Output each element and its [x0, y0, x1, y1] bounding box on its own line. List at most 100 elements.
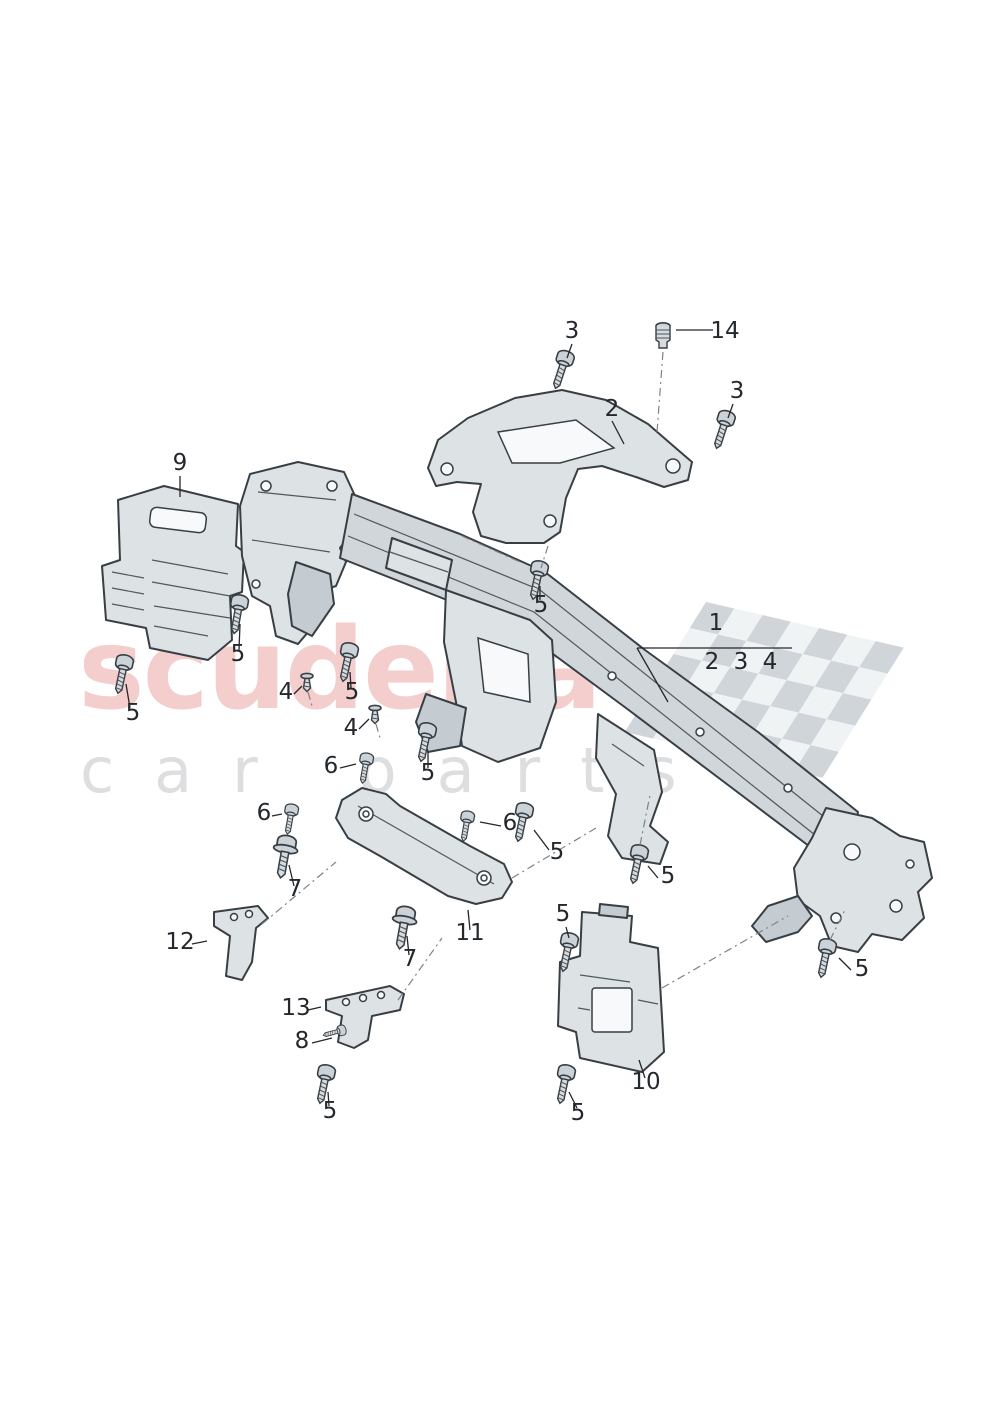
leader-line [349, 671, 352, 689]
part-callout-5: 5 [126, 700, 141, 726]
leader-line [533, 829, 550, 851]
flag-cell [826, 693, 872, 726]
assembly-dash-line [829, 907, 847, 941]
leader-line [358, 718, 370, 730]
part-12-bracket [213, 905, 269, 981]
part-callout-13: 13 [281, 995, 310, 1021]
leader-line [288, 864, 295, 887]
flag-cell [701, 634, 747, 668]
leader-line [467, 909, 471, 931]
part-callout-5: 5 [231, 641, 246, 667]
flag-cell [782, 712, 827, 746]
flag-cell [758, 647, 803, 681]
flag-cell [831, 634, 876, 668]
part-callout-3: 3 [730, 378, 745, 404]
flag-cell [843, 667, 888, 700]
leader-line [406, 935, 410, 956]
screw-fastener-icon [456, 809, 476, 843]
flag-cell [786, 654, 832, 687]
part-callout-6: 6 [503, 810, 518, 836]
assembly-dash-line [375, 723, 381, 739]
part-callout-6: 6 [324, 753, 339, 779]
part-callout-2: 2 [705, 649, 720, 675]
leader-line [339, 763, 357, 769]
part-callout-7: 7 [403, 946, 418, 972]
part-callout-4: 4 [344, 715, 359, 741]
part-callout-5: 5 [571, 1100, 586, 1126]
part-callout-2: 2 [605, 396, 620, 422]
leader-line [565, 926, 570, 939]
leader-line [636, 647, 669, 703]
part-10-side-bracket [557, 903, 665, 1073]
leader-line [566, 343, 573, 359]
leader-line [647, 865, 659, 879]
screw-fastener-icon [546, 347, 577, 392]
flag-cell [754, 706, 799, 739]
part-callout-5: 5 [421, 760, 436, 786]
assembly-dash-line [639, 794, 651, 846]
flag-cell [770, 680, 815, 713]
part-callout-5: 5 [550, 839, 565, 865]
flag-cell [859, 641, 904, 674]
assembly-dash-line [511, 827, 597, 879]
leader-line [271, 813, 283, 817]
part-callout-10: 10 [631, 1069, 660, 1095]
assembly-dash-line [656, 351, 664, 433]
part-callout-14: 14 [710, 318, 739, 344]
part-11-support-bracket [335, 787, 513, 905]
flag-cell [673, 628, 719, 661]
assembly-dash-line [397, 937, 443, 1001]
leader-line [568, 1091, 578, 1109]
flag-cell [713, 667, 759, 700]
assembly-dash-line [261, 861, 337, 925]
part-callout-5: 5 [323, 1098, 338, 1124]
part-callout-5: 5 [345, 679, 360, 705]
flag-cell [730, 641, 775, 674]
part-callout-1: 1 [709, 610, 724, 636]
parts-layer [101, 389, 933, 1073]
leader-line [238, 623, 241, 651]
part-callout-4: 4 [763, 649, 778, 675]
leader-line [191, 940, 208, 945]
screw-fastener-icon [707, 407, 738, 452]
part-callout-5: 5 [855, 956, 870, 982]
leader-line [327, 1091, 330, 1107]
assembly-dash-line [307, 691, 313, 707]
flag-cell [689, 602, 735, 635]
part-callout-5: 5 [661, 863, 676, 889]
leader-line [479, 821, 502, 827]
part-callout-12: 12 [165, 929, 194, 955]
flag-cell [718, 608, 763, 642]
part-2-upper-bracket [427, 389, 693, 544]
flag-cell [774, 621, 820, 655]
part-callout-3: 3 [565, 318, 580, 344]
part-9-side-bracket [101, 485, 245, 661]
leader-line [638, 1059, 646, 1079]
pin-fastener-icon [655, 321, 671, 349]
part-callout-6: 6 [257, 800, 272, 826]
part-callout-7: 7 [288, 876, 303, 902]
leader-line [307, 1006, 322, 1011]
part-callout-11: 11 [455, 920, 484, 946]
assembly-dash-line [661, 915, 789, 989]
part-callout-5: 5 [534, 592, 549, 618]
part-callout-5: 5 [556, 901, 571, 927]
leader-line [293, 685, 303, 695]
flag-cell [685, 660, 731, 694]
assembly-dash-line [461, 535, 521, 563]
flag-cell [802, 628, 848, 661]
screw-fastener-icon [280, 802, 300, 836]
assembly-dash-line [540, 545, 549, 569]
part-callout-8: 8 [295, 1028, 310, 1054]
flag-cell [746, 615, 791, 648]
leader-line [125, 683, 131, 709]
leader-line [727, 403, 734, 419]
flag-cell [798, 686, 844, 720]
part-1-crossmember [239, 461, 933, 953]
flag-cell [742, 673, 787, 707]
leader-line [311, 1037, 333, 1044]
leader-line [611, 420, 625, 445]
